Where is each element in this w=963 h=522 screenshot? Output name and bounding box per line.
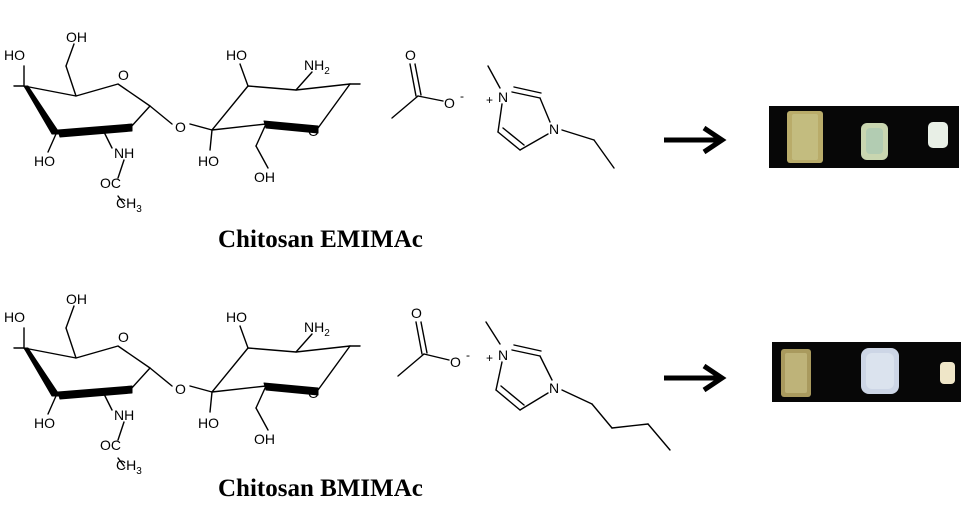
panel-caption: Chitosan EMIMAc [218,226,423,253]
methyl-label: CH3 [116,457,142,477]
glycosidic-oxygen-label: O [175,381,186,397]
hydroxyl-label: OH [66,291,87,307]
wedge-bond [23,85,61,135]
ring-oxygen-label: O [118,67,129,83]
amide-nh-label: NH [114,407,134,423]
gel-sample-photo [772,342,961,402]
gel-sample-small [928,122,948,148]
ring-oxygen-label: O [308,385,319,401]
hydroxyl-label: HO [226,309,247,325]
ring-oxygen-label: O [308,123,319,139]
bmim-cation-structure: + N N [485,321,671,451]
negative-charge: - [466,348,470,362]
panel-emimac: HO OH O HO NH OC CH3 O HO NH2 O HO OH O … [4,29,959,253]
hydroxyl-label: OH [254,169,275,185]
wedge-bond [57,385,133,400]
glycosidic-oxygen-label: O [175,119,186,135]
positive-charge: + [486,93,493,107]
anion-oxygen-label: O [450,354,461,370]
nitrogen-label: N [549,380,559,396]
amine-label: NH2 [304,57,330,77]
gel-sample-small [940,362,955,384]
panel-bmimac: HO OH O HO NH OC CH3 O HO NH2 O HO OH O … [4,291,961,502]
anion-oxygen-label: O [444,95,455,111]
nitrogen-label: N [549,121,559,137]
emim-cation-structure: + N N [486,65,615,169]
ring-oxygen-label: O [118,329,129,345]
amine-label: NH2 [304,319,330,339]
hydroxyl-label: HO [34,415,55,431]
chitosan-structure: HO OH O HO NH OC CH3 O HO NH2 O HO OH [4,291,361,477]
gel-sample-photo [769,106,959,168]
wedge-bond [57,123,133,138]
hydroxyl-label: HO [226,47,247,63]
hydroxyl-label: HO [34,153,55,169]
hydroxyl-label: HO [198,153,219,169]
wedge-bond [23,347,61,397]
panel-caption: Chitosan BMIMAc [218,475,423,502]
methyl-label: CH3 [116,195,142,215]
right-arrow-icon [664,363,727,393]
cationic-nitrogen-label: N [498,89,508,105]
positive-charge: + [486,351,493,365]
acetate-structure: O O - [391,47,464,119]
right-arrow-icon [664,125,727,155]
chitosan-structure: HO OH O HO NH OC CH3 O HO NH2 O HO OH [4,29,361,215]
carbonyl-label: OC [100,437,121,453]
carbonyl-oxygen-label: O [411,305,422,321]
acetate-structure: O O - [397,305,470,377]
hydroxyl-label: HO [198,415,219,431]
hydroxyl-label: OH [254,431,275,447]
hydroxyl-label: HO [4,309,25,325]
hydroxyl-label: HO [4,47,25,63]
amide-nh-label: NH [114,145,134,161]
hydroxyl-label: OH [66,29,87,45]
negative-charge: - [460,89,464,103]
carbonyl-label: OC [100,175,121,191]
cationic-nitrogen-label: N [498,347,508,363]
carbonyl-oxygen-label: O [405,47,416,63]
